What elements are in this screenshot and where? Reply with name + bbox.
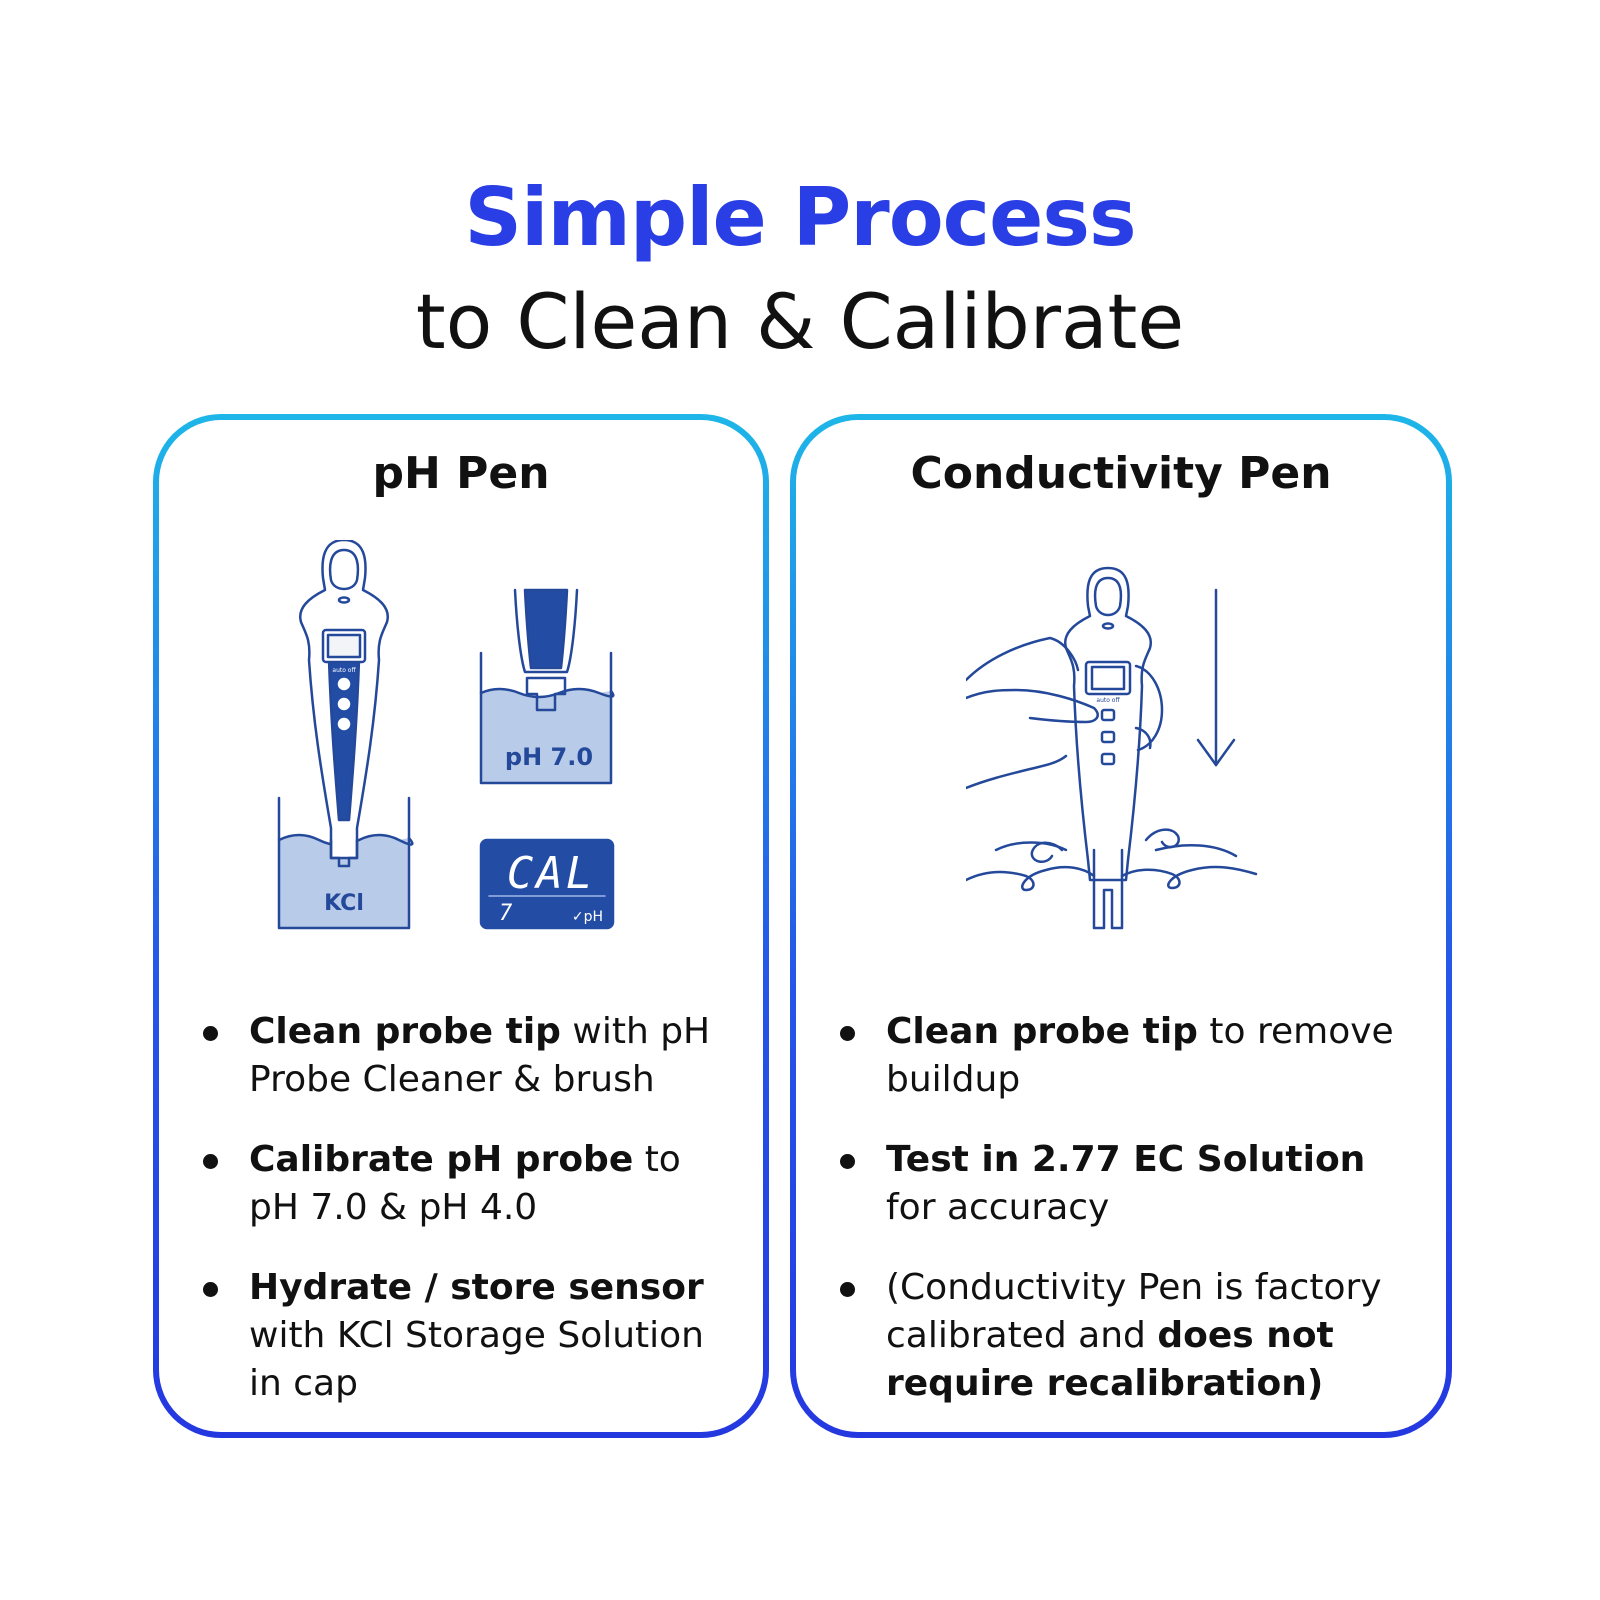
conductivity-pen-card: Conductivity Pen <box>790 414 1452 1438</box>
list-item: Calibrate pH probe to pH 7.0 & pH 4.0 <box>203 1136 733 1232</box>
down-arrow-icon <box>1196 588 1236 767</box>
kcl-label: KCl <box>324 891 364 916</box>
beaker-icon <box>277 796 414 930</box>
water-splash-icon <box>966 828 1258 892</box>
ph-pen-card: pH Pen <box>153 414 769 1438</box>
ph-pen-icon <box>298 540 390 868</box>
conductivity-pen-icon <box>1063 566 1153 930</box>
list-item: Clean probe tip to remove buildup <box>840 1008 1420 1104</box>
ph-pen-card-title: pH Pen <box>372 448 550 499</box>
auto-off-label: auto off <box>332 667 356 674</box>
display-unit-text: ✓pH <box>572 909 603 925</box>
list-item: Clean probe tip with pH Probe Cleaner & … <box>203 1008 733 1104</box>
page-subtitle: to Clean & Calibrate <box>415 277 1185 366</box>
list-item: Hydrate / store sensor with KCl Storage … <box>203 1264 733 1408</box>
conductivity-pen-card-title: Conductivity Pen <box>910 448 1332 499</box>
conductivity-pen-card-body: Conductivity Pen <box>796 420 1446 1432</box>
lcd-display-icon <box>479 838 615 930</box>
conductivity-pen-bullet-list: Clean probe tip to remove buildup Test i… <box>840 1008 1420 1440</box>
display-small-text: 7 <box>499 901 513 926</box>
list-item: (Conductivity Pen is factory calibrated … <box>840 1264 1420 1408</box>
beaker-icon <box>479 588 615 785</box>
hand-icon <box>966 636 1164 790</box>
conductivity-pen-illustration: auto off <box>966 566 1258 930</box>
auto-off-label: auto off <box>1096 697 1120 704</box>
page-title: Simple Process <box>464 171 1136 264</box>
ph-pen-bullet-list: Clean probe tip with pH Probe Cleaner & … <box>203 1008 733 1440</box>
headline: Simple Process to Clean & Calibrate <box>0 168 1600 374</box>
list-item: Test in 2.77 EC Solution for accuracy <box>840 1136 1420 1232</box>
ph-pen-illustration: KCl pH 7.0 CAL 7 ✓pH auto off <box>277 540 615 930</box>
buffer-label: pH 7.0 <box>505 743 593 771</box>
display-main-text: CAL <box>507 848 595 899</box>
ph-pen-card-body: pH Pen <box>159 420 763 1432</box>
